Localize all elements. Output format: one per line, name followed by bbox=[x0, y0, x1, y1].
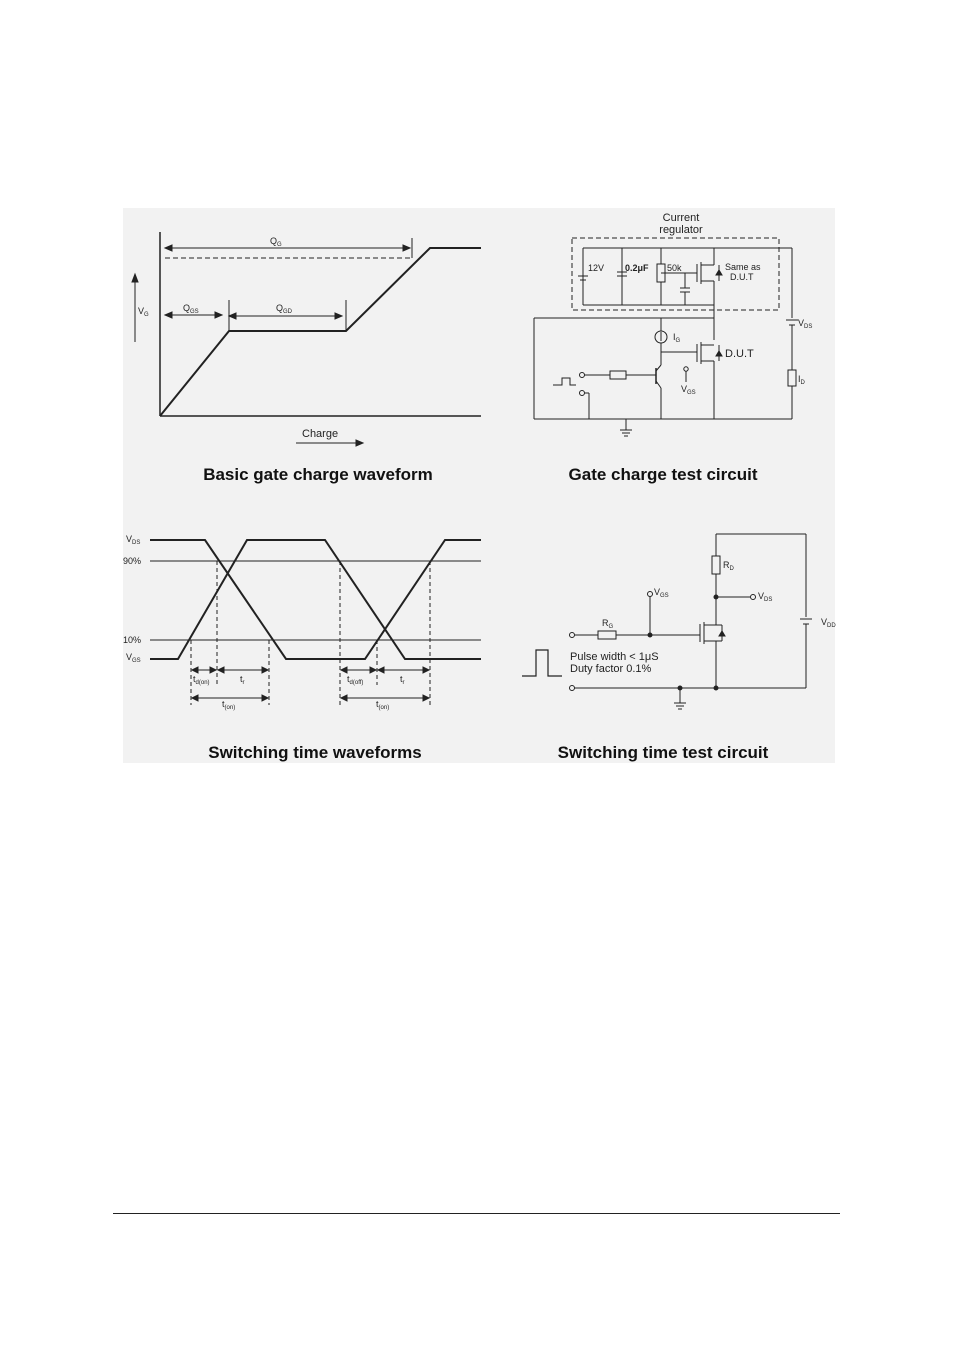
footer-rule bbox=[113, 1213, 840, 1214]
duty-factor-label: Duty factor 0.1% bbox=[570, 663, 652, 675]
battery-12v-label: 12V bbox=[588, 263, 604, 273]
caption-switching-waveforms: Switching time waveforms bbox=[208, 743, 422, 762]
caption-switching-circuit: Switching time test circuit bbox=[558, 743, 769, 762]
vds-terminal bbox=[751, 595, 756, 600]
current-meter-id bbox=[788, 370, 796, 386]
regulator-label-line1: Current bbox=[663, 212, 700, 224]
vgs-terminal bbox=[684, 367, 688, 371]
p90-label: 90% bbox=[123, 556, 141, 566]
resistor-rg bbox=[598, 631, 616, 639]
input-terminal bbox=[570, 686, 575, 691]
vgs-terminal bbox=[648, 592, 653, 597]
dut-label: D.U.T bbox=[725, 348, 754, 360]
resistor bbox=[610, 371, 626, 379]
input-terminal bbox=[570, 633, 575, 638]
figure-panel bbox=[123, 208, 835, 763]
junction-dot bbox=[714, 686, 718, 690]
capacitor-label: 0.2μF bbox=[625, 263, 649, 273]
charge-label: Charge bbox=[302, 428, 338, 440]
junction-dot bbox=[714, 595, 718, 599]
input-terminal bbox=[580, 391, 585, 396]
resistor-rd bbox=[712, 556, 720, 574]
input-terminal bbox=[580, 373, 585, 378]
same-as-label-line2: D.U.T bbox=[730, 272, 754, 282]
resistor-label: 50k bbox=[667, 263, 682, 273]
caption-gate-charge-circuit: Gate charge test circuit bbox=[569, 465, 758, 484]
caption-gate-charge-waveform: Basic gate charge waveform bbox=[203, 465, 433, 484]
regulator-label-line2: regulator bbox=[659, 224, 703, 236]
same-as-label-line1: Same as bbox=[725, 262, 761, 272]
p10-label: 10% bbox=[123, 635, 141, 645]
pulse-width-label: Pulse width < 1μS bbox=[570, 651, 659, 663]
